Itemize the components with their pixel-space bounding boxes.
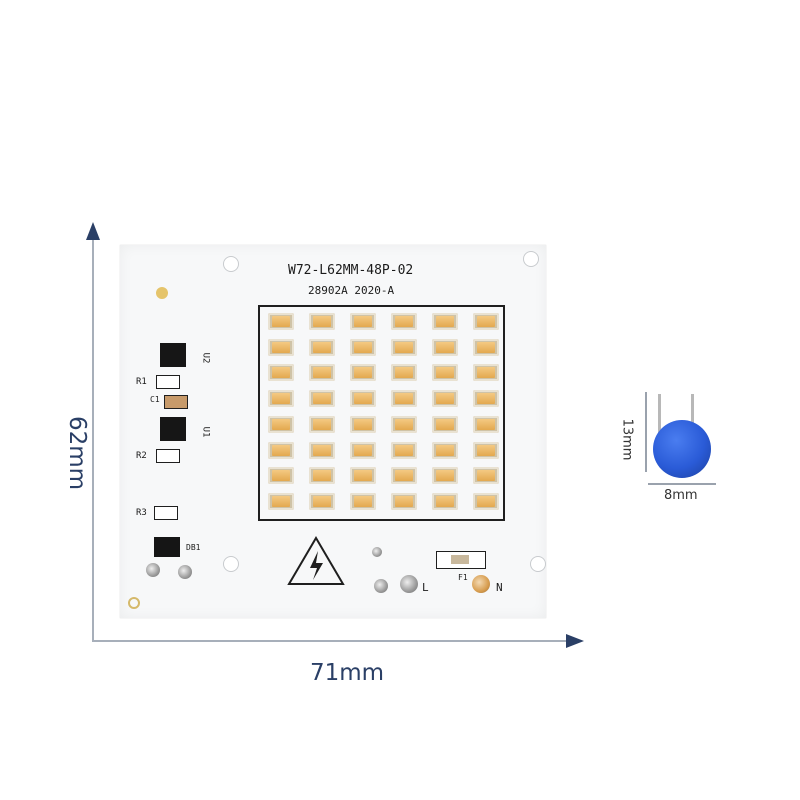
l-label: L (422, 581, 429, 594)
smd-led (391, 492, 417, 510)
smd-led (268, 313, 294, 330)
smd-led (473, 313, 499, 330)
height-dimension-label: 62mm (64, 416, 90, 491)
smd-led (309, 390, 335, 408)
db1-label: DB1 (186, 543, 201, 552)
mounting-hole (223, 256, 239, 272)
smd-led (268, 390, 294, 408)
smd-led (309, 313, 335, 330)
bridge-rectifier-db1 (154, 537, 180, 557)
capacitor-height-line (645, 392, 647, 472)
model-text: W72-L62MM-48P-02 (288, 263, 414, 278)
f1-label: F1 (458, 573, 468, 582)
smd-led (432, 415, 458, 433)
smd-led (309, 467, 335, 485)
smd-led (432, 441, 458, 459)
solder-pad-n (472, 575, 490, 593)
n-label: N (496, 581, 503, 594)
c1-label: C1 (150, 395, 160, 404)
smd-led (350, 467, 376, 485)
solder-pad-l (400, 575, 418, 593)
smd-led (473, 467, 499, 485)
height-arrow-icon (86, 222, 100, 240)
smd-led (350, 441, 376, 459)
smd-led (432, 364, 458, 382)
smd-led (473, 415, 499, 433)
led-array (258, 305, 505, 521)
solder-pad (146, 563, 160, 577)
width-arrow-icon (566, 634, 584, 648)
capacitor-lead (691, 394, 694, 434)
smd-led (309, 415, 335, 433)
smd-led (473, 338, 499, 356)
smd-led (391, 364, 417, 382)
capacitor-width-label: 8mm (664, 488, 698, 503)
height-dimension-line (92, 232, 94, 642)
smd-led (309, 492, 335, 510)
u2-label: U2 (200, 352, 211, 364)
smd-led (432, 467, 458, 485)
smd-led (350, 415, 376, 433)
ic-chip-u2 (160, 343, 186, 367)
capacitor-c1 (164, 395, 188, 409)
ic-chip-u1 (160, 417, 186, 441)
resistor-r3 (154, 506, 178, 520)
smd-led (268, 441, 294, 459)
smd-led (473, 492, 499, 510)
r1-label: R1 (136, 377, 147, 387)
width-dimension-line (92, 640, 574, 642)
smd-led (309, 441, 335, 459)
smd-led (350, 492, 376, 510)
led-pcb-board: W72-L62MM-48P-02 28902A 2020-A U2 R1 C1 … (120, 245, 546, 618)
solder-pad (372, 547, 382, 557)
smd-led (391, 313, 417, 330)
r2-label: R2 (136, 451, 147, 461)
smd-led (350, 364, 376, 382)
solder-pad-l (374, 579, 388, 593)
mounting-hole (530, 556, 546, 572)
smd-led (473, 364, 499, 382)
smd-led (350, 338, 376, 356)
smd-led (350, 390, 376, 408)
width-dimension-label: 71mm (310, 660, 385, 686)
u1-label: U1 (200, 426, 211, 438)
solder-pad (178, 565, 192, 579)
smd-led (432, 492, 458, 510)
capacitor-height-label: 13mm (619, 418, 635, 461)
smd-led (391, 415, 417, 433)
smd-led (268, 467, 294, 485)
smd-led (473, 441, 499, 459)
mounting-hole (223, 556, 239, 572)
capacitor-lead (658, 394, 661, 434)
ceramic-capacitor (653, 420, 711, 478)
smd-led (268, 415, 294, 433)
smd-led (432, 390, 458, 408)
capacitor-width-line (648, 483, 716, 485)
smd-led (391, 441, 417, 459)
smd-led (391, 390, 417, 408)
date-text: 28902A 2020-A (308, 284, 395, 297)
mounting-hole (523, 251, 539, 267)
smd-led (268, 364, 294, 382)
smd-led (432, 338, 458, 356)
smd-led (309, 338, 335, 356)
test-point (128, 597, 140, 609)
smd-led (309, 364, 335, 382)
smd-led (268, 492, 294, 510)
resistor-r2 (156, 449, 180, 463)
smd-led (473, 390, 499, 408)
test-point (156, 287, 168, 299)
smd-led (391, 467, 417, 485)
fuse-f1 (436, 551, 486, 569)
high-voltage-warning-icon (287, 536, 345, 585)
smd-led (350, 313, 376, 330)
smd-led (268, 338, 294, 356)
smd-led (432, 313, 458, 330)
resistor-r1 (156, 375, 180, 389)
r3-label: R3 (136, 508, 147, 518)
smd-led (391, 338, 417, 356)
